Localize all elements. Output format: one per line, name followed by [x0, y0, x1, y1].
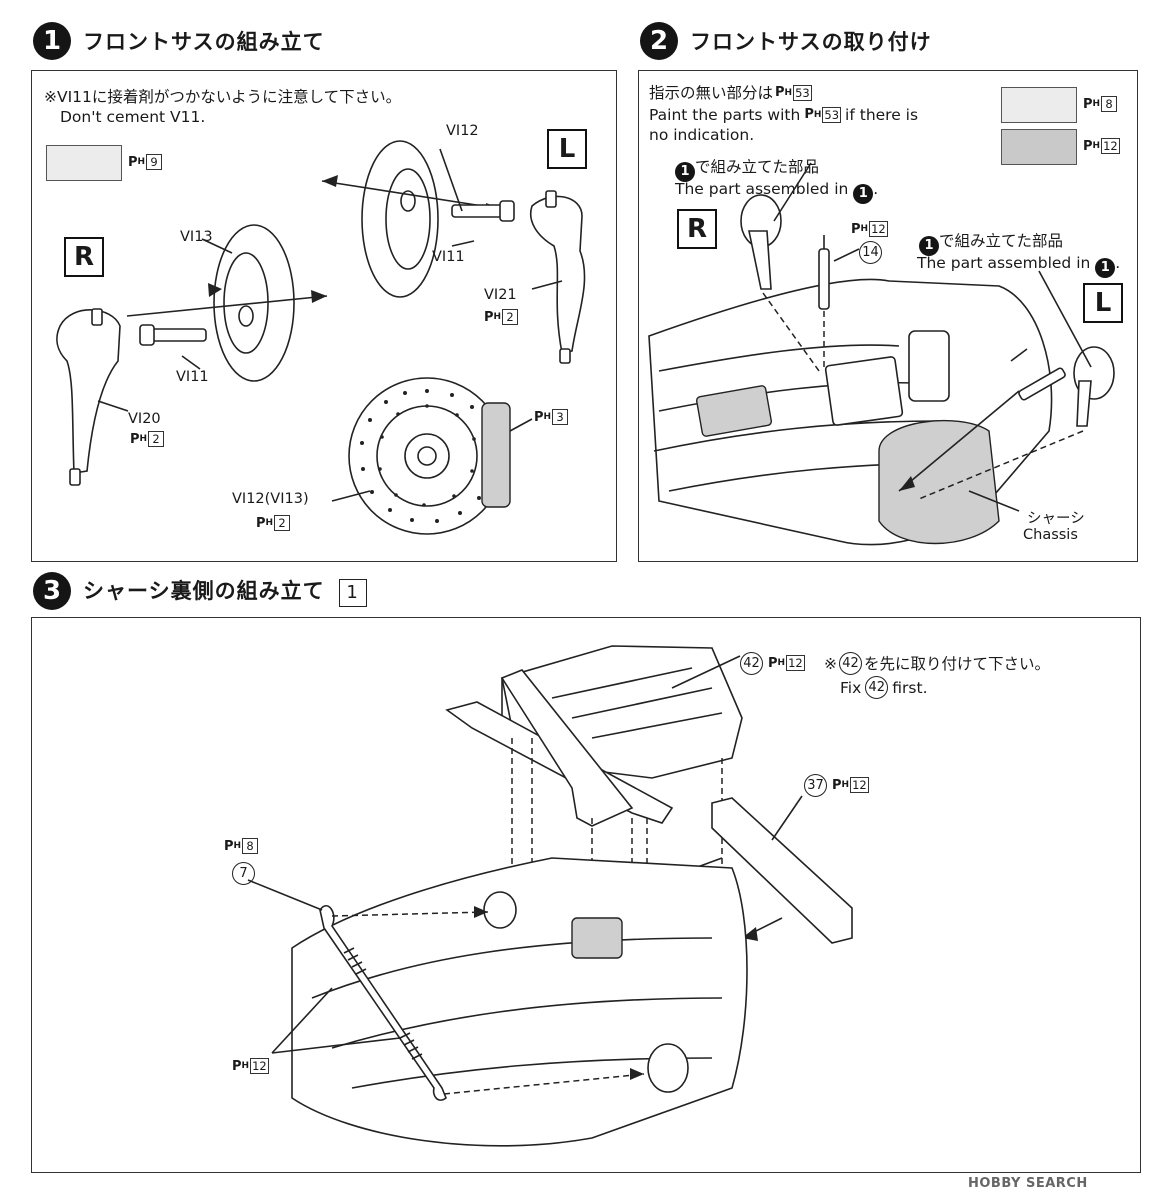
- label-vi11-bottom: VI11: [176, 369, 209, 385]
- hub-lower: [647, 1043, 689, 1093]
- step2-title: フロントサスの取り付け: [690, 30, 932, 54]
- label-vi21: VI21: [484, 287, 517, 303]
- step2-assembled-l-en: The part assembled in 1.: [917, 253, 1120, 278]
- step2-note-en-line2: no indication.: [649, 126, 755, 144]
- brake-caliper: [481, 402, 511, 508]
- step2-header: 2 フロントサスの取り付け: [640, 22, 932, 60]
- upright-vi20: [56, 309, 121, 474]
- label-vi13: VI13: [180, 229, 213, 245]
- watermark-logo: HOBBY SEARCH: [968, 1176, 1088, 1191]
- support-brace-37: [711, 797, 853, 944]
- chassis-label-en: Chassis: [1023, 527, 1078, 543]
- step3-number: 3: [33, 572, 71, 610]
- chassis-label-jp: シャーシ: [1027, 511, 1085, 527]
- label-vi11-top: VI11: [432, 249, 465, 265]
- step3-substep: 1: [338, 578, 367, 607]
- chassis-floor: [291, 857, 748, 1147]
- part14-number: 14: [859, 241, 882, 264]
- step1-title: フロントサスの組み立て: [83, 30, 325, 54]
- step1-header: 1 フロントサスの組み立て: [33, 22, 325, 60]
- step2-swatch-1: [1001, 87, 1077, 123]
- step1-illustration: [56, 140, 586, 535]
- part37-number: 37: [804, 774, 827, 797]
- step1-number: 1: [33, 22, 71, 60]
- step2-number: 2: [640, 22, 678, 60]
- step1-note-jp: ※VI11に接着剤がつかないように注意して下さい。: [44, 88, 402, 106]
- label-vi20: VI20: [128, 411, 161, 427]
- brake-disc-upper: [361, 140, 439, 298]
- side-marker-right-2: R: [677, 209, 717, 249]
- step1-panel: ※VI11に接着剤がつかないように注意して下さい。 Don't cement V…: [31, 70, 617, 562]
- side-marker-left: L: [547, 129, 587, 169]
- label-vi12: VI12: [446, 123, 479, 139]
- bolt-vi11-lower: [149, 328, 207, 342]
- shock-absorber-left: [818, 248, 830, 310]
- step2-swatch-2: [1001, 129, 1077, 165]
- side-marker-right: R: [64, 237, 104, 277]
- step2-assembled-r-en: The part assembled in 1.: [675, 179, 878, 204]
- side-marker-left-2: L: [1083, 283, 1123, 323]
- shock-absorber-right: [1018, 367, 1066, 401]
- part7-number: 7: [232, 862, 255, 885]
- hub-upper: [483, 891, 517, 929]
- step1-color-swatch: [46, 145, 122, 181]
- step3-illustration: [247, 645, 853, 1147]
- step2-illustration: [648, 162, 1115, 546]
- step1-note-en: Don't cement V11.: [60, 108, 206, 126]
- label-disc: VI12(VI13): [232, 491, 309, 507]
- part42-number: 42: [740, 652, 763, 675]
- stabilizer-bar-7: [319, 904, 447, 1101]
- upright-vi21: [530, 195, 586, 354]
- wheel-arch: [878, 419, 1000, 545]
